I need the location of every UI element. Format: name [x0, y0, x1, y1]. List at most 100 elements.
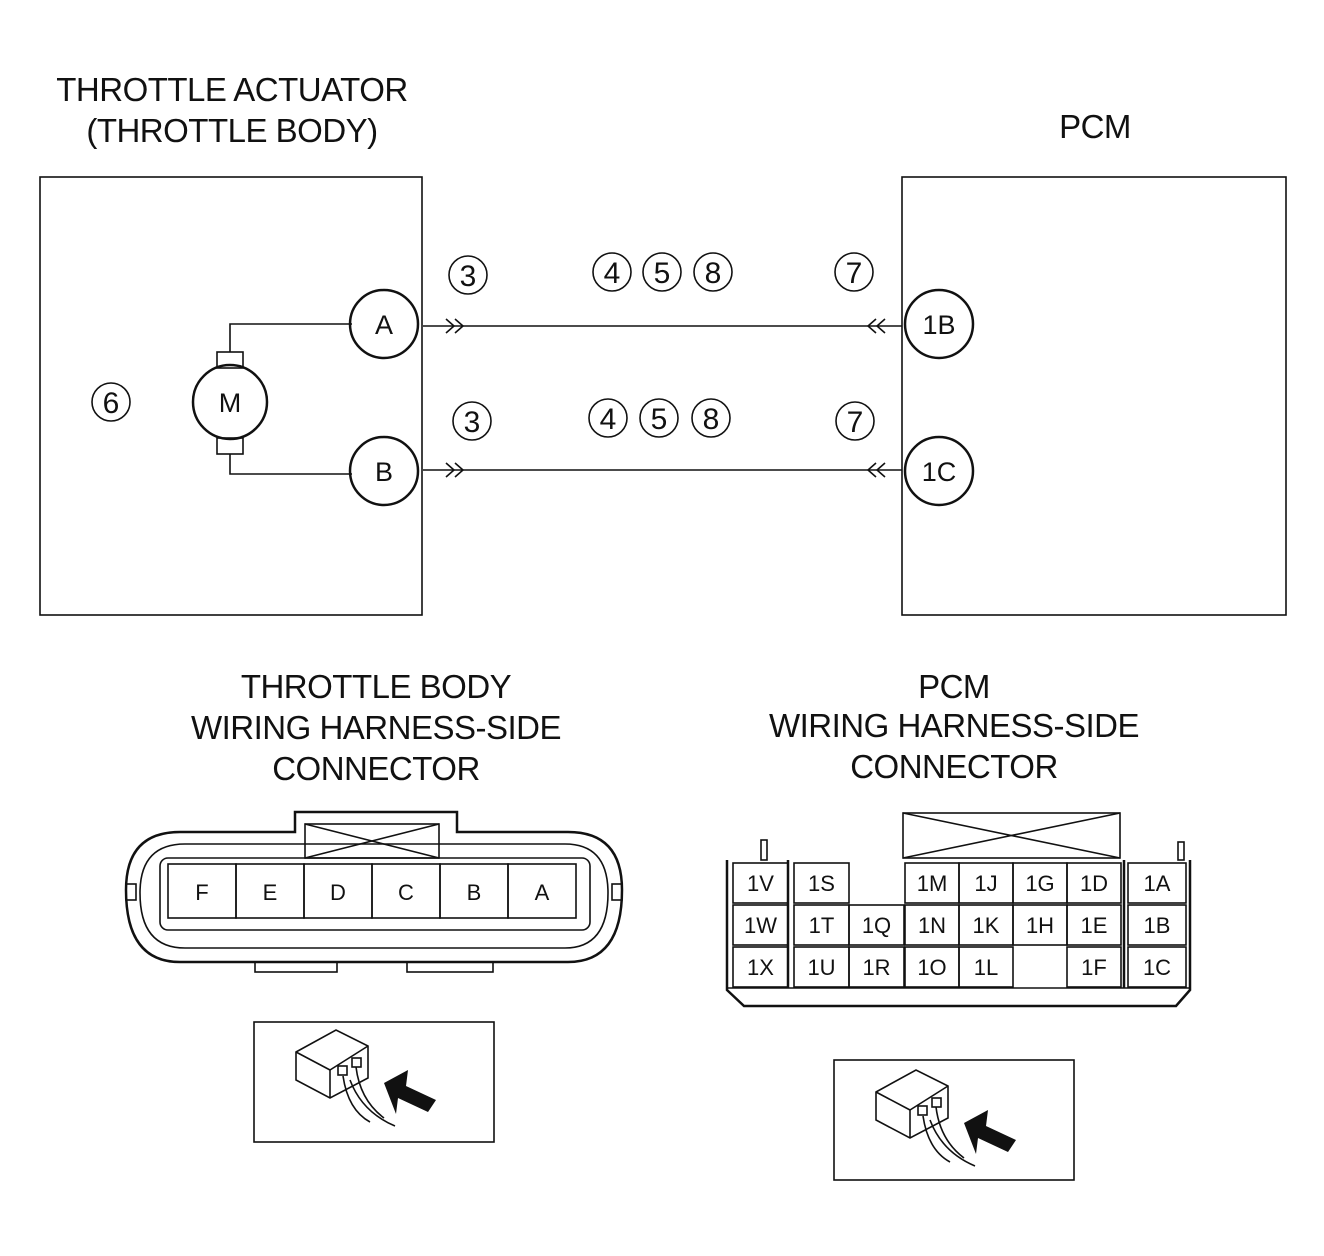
- svg-text:1T: 1T: [809, 913, 835, 938]
- svg-text:8: 8: [705, 257, 722, 290]
- tb-pin-c: C: [371, 863, 441, 919]
- motor-symbol: M: [191, 323, 352, 475]
- svg-text:1J: 1J: [974, 871, 997, 896]
- svg-text:5: 5: [654, 257, 671, 290]
- svg-text:7: 7: [846, 257, 863, 290]
- svg-text:1F: 1F: [1081, 955, 1107, 980]
- svg-text:1G: 1G: [1025, 871, 1054, 896]
- pcm-pin-1o: 1O: [904, 946, 960, 988]
- pcm-pin-1h: 1H: [1012, 904, 1068, 946]
- svg-text:E: E: [263, 880, 278, 905]
- pcm-pin-1x: 1X: [732, 946, 789, 988]
- pcm-pin-1c: 1C: [1127, 946, 1187, 988]
- svg-text:3: 3: [464, 406, 481, 439]
- terminal-b: B: [348, 435, 420, 507]
- pcm-pin-1b: 1B: [1127, 904, 1187, 946]
- tb-connector-title-line1: THROTTLE BODY: [241, 668, 512, 705]
- pcm-box: [901, 176, 1287, 616]
- svg-text:1A: 1A: [1144, 871, 1171, 896]
- svg-text:1N: 1N: [918, 913, 946, 938]
- callout-3-bottom: 3: [452, 401, 492, 441]
- svg-text:1L: 1L: [974, 955, 998, 980]
- callout-7-top: 7: [834, 252, 874, 292]
- tb-connector-title-line3: CONNECTOR: [272, 750, 480, 787]
- pcm-pin-1e: 1E: [1066, 904, 1122, 946]
- svg-text:1O: 1O: [917, 955, 946, 980]
- svg-text:7: 7: [847, 406, 864, 439]
- svg-text:A: A: [535, 880, 550, 905]
- svg-text:1Q: 1Q: [862, 913, 891, 938]
- tb-pin-b: B: [439, 863, 509, 919]
- svg-text:1X: 1X: [747, 955, 774, 980]
- pcm-pin-1j: 1J: [958, 862, 1014, 904]
- pcm-connector-view-icon: [833, 1059, 1075, 1181]
- pcm-title: PCM: [1059, 108, 1131, 145]
- svg-text:1B: 1B: [1144, 913, 1171, 938]
- svg-text:6: 6: [103, 387, 120, 420]
- callout-6: 6: [91, 382, 131, 422]
- svg-text:4: 4: [600, 403, 617, 436]
- pcm-connector: 1V 1S 1W 1T 1Q 1X 1U 1R 1M 1J 1G 1D 1N 1K 1H 1E 1O 1L 1F 1A…: [725, 812, 1192, 1008]
- svg-text:1U: 1U: [807, 955, 835, 980]
- pcm-connector-title-line3: CONNECTOR: [850, 748, 1058, 785]
- actuator-title-line1: THROTTLE ACTUATOR: [56, 71, 407, 108]
- svg-text:1V: 1V: [747, 871, 774, 896]
- svg-text:8: 8: [703, 403, 720, 436]
- pcm-pin-1n: 1N: [904, 904, 960, 946]
- pcm-pin-1w: 1W: [732, 904, 789, 946]
- terminal-1c: 1C: [903, 435, 975, 507]
- pcm-pin-1u: 1U: [793, 946, 850, 988]
- callout-8-top: 8: [693, 252, 733, 292]
- pcm-pin-1f: 1F: [1066, 946, 1122, 988]
- svg-text:1C: 1C: [922, 457, 957, 487]
- svg-text:1D: 1D: [1080, 871, 1108, 896]
- callout-5-bottom: 5: [639, 398, 679, 438]
- callout-5-top: 5: [642, 252, 682, 292]
- wire-b-1c: [423, 462, 902, 478]
- svg-text:C: C: [398, 880, 414, 905]
- svg-text:1S: 1S: [808, 871, 835, 896]
- pcm-pin-1q: 1Q: [848, 904, 905, 946]
- svg-text:1B: 1B: [922, 310, 955, 340]
- tb-pin-d: D: [303, 863, 373, 919]
- callout-7-bottom: 7: [835, 401, 875, 441]
- wire-a-1b: [423, 318, 902, 334]
- svg-text:A: A: [375, 310, 393, 340]
- callout-4-top: 4: [592, 252, 632, 292]
- tb-pin-e: E: [235, 863, 305, 919]
- svg-text:1K: 1K: [973, 913, 1000, 938]
- pcm-pin-1v: 1V: [732, 862, 789, 904]
- pcm-pin-1r: 1R: [848, 946, 905, 988]
- svg-text:1C: 1C: [1143, 955, 1171, 980]
- pcm-connector-title-line1: PCM: [918, 668, 990, 705]
- svg-text:5: 5: [651, 403, 668, 436]
- pcm-pin-1t: 1T: [793, 904, 850, 946]
- svg-text:B: B: [467, 880, 482, 905]
- callout-4-bottom: 4: [588, 398, 628, 438]
- terminal-a: A: [348, 288, 420, 360]
- svg-text:1M: 1M: [917, 871, 948, 896]
- actuator-title-line2: (THROTTLE BODY): [86, 112, 377, 149]
- pcm-pin-1m: 1M: [904, 862, 960, 904]
- terminal-1b: 1B: [903, 288, 975, 360]
- svg-text:3: 3: [460, 260, 477, 293]
- pcm-pin-1g: 1G: [1012, 862, 1068, 904]
- tb-connector-view-icon: [253, 1021, 495, 1143]
- pcm-pin-1k: 1K: [958, 904, 1014, 946]
- callout-8-bottom: 8: [691, 398, 731, 438]
- callout-3-top: 3: [448, 255, 488, 295]
- tb-connector-title-line2: WIRING HARNESS-SIDE: [191, 709, 561, 746]
- pcm-pin-1l: 1L: [958, 946, 1014, 988]
- pcm-pin-1a: 1A: [1127, 862, 1187, 904]
- tb-pin-a: A: [507, 863, 577, 919]
- actuator-box: [39, 176, 423, 616]
- pcm-pin-1d: 1D: [1066, 862, 1122, 904]
- svg-text:D: D: [330, 880, 346, 905]
- pcm-connector-title-line2: WIRING HARNESS-SIDE: [769, 707, 1139, 744]
- svg-text:1E: 1E: [1081, 913, 1108, 938]
- pcm-pin-1s: 1S: [793, 862, 850, 904]
- svg-text:B: B: [375, 457, 393, 487]
- svg-text:F: F: [195, 880, 208, 905]
